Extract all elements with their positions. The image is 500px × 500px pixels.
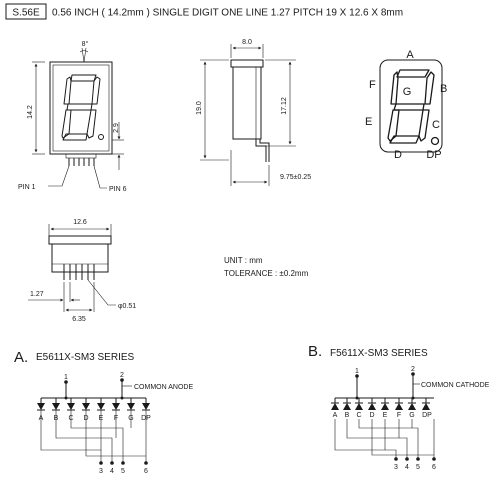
segment-d-label: D — [394, 149, 402, 161]
circuit-a-top-pin-2: 2 — [120, 372, 124, 379]
circuit-b-marker: B. — [308, 343, 322, 360]
segment-diagram: A B C D E F G DP — [365, 49, 447, 161]
circuit-b-bottom-pin-3: 3 — [394, 464, 398, 471]
circuit-a-wiring — [40, 410, 148, 465]
segment-c — [418, 109, 430, 142]
pitch-label: 1.27 — [30, 291, 44, 298]
front-pins — [65, 153, 97, 166]
circuit-b-diodes — [331, 398, 430, 410]
segment-g-label: G — [403, 86, 412, 98]
pin-diameter-label: φ0.51 — [118, 303, 136, 310]
circuit-a-bottom-pin-5: 5 — [121, 468, 125, 475]
dp-offset-label: 2.9 — [113, 123, 120, 133]
segment-outline — [379, 59, 443, 153]
side-total-height-label: 19.0 — [196, 101, 203, 115]
front-segment-d — [62, 133, 88, 141]
header: S.56E 0.56 INCH ( 14.2mm ) SINGLE DIGIT … — [5, 3, 403, 20]
segment-a — [396, 69, 430, 78]
segment-b — [424, 71, 435, 105]
side-body-height-label: 17.12 — [281, 97, 288, 115]
segment-f — [390, 71, 399, 105]
side-pin — [255, 139, 267, 162]
segment-c-label: C — [432, 119, 440, 131]
front-segment-c — [86, 109, 97, 139]
bottom-view: 12.6 1.27 6.35 φ0.51 — [28, 219, 136, 323]
side-cap — [230, 59, 264, 68]
bottom-width-label: 12.6 — [73, 219, 87, 226]
bottom-pins — [63, 264, 95, 280]
circuit-b-seg-c: C — [356, 412, 361, 419]
bottom-body — [51, 243, 109, 273]
circuit-b-bottom-pin-5: 5 — [416, 464, 420, 471]
front-body-inner — [52, 64, 110, 152]
circuit-b-top-pin-1: 1 — [355, 368, 359, 375]
header-title: 0.56 INCH ( 14.2mm ) SINGLE DIGIT ONE LI… — [52, 8, 403, 19]
segment-dp-label: DP — [426, 149, 441, 161]
bottom-cap — [48, 235, 112, 245]
segment-a-label: A — [406, 49, 414, 61]
front-height-label: 14.2 — [27, 105, 34, 119]
front-segment-b — [91, 76, 101, 105]
circuit-a-bottom-pin-3: 3 — [99, 468, 103, 475]
front-segment-a — [70, 74, 97, 82]
circuit-a-common-label: COMMON ANODE — [134, 384, 193, 391]
circuit-a-marker: A. — [14, 349, 28, 366]
circuit-b-seg-g: G — [409, 412, 414, 419]
circuit-a-bottom-pin-6: 6 — [144, 468, 148, 475]
circuit-a: A. E5611X-SM3 SERIES 1 2 COMMON ANODE A … — [14, 349, 193, 475]
circuit-b-seg-d: D — [369, 412, 374, 419]
circuit-a-diodes — [37, 398, 150, 411]
circuit-b-seg-e: E — [383, 412, 388, 419]
span-label: 6.35 — [72, 316, 86, 323]
segment-g — [393, 103, 425, 111]
front-segment-dp — [98, 134, 104, 140]
pin1-label: PIN 1 — [18, 184, 36, 191]
side-view: 8.0 19.0 17.12 9.75±0.25 — [196, 39, 311, 186]
circuit-b: B. F5611X-SM3 SERIES 1 2 COMMON CATHODE … — [308, 343, 490, 471]
circuit-b-top-pin-2: 2 — [411, 366, 415, 373]
segment-e-label: E — [365, 116, 372, 128]
circuit-a-series: E5611X-SM3 SERIES — [36, 352, 135, 363]
segment-b-label: B — [440, 83, 447, 95]
front-segment-f — [63, 76, 72, 105]
circuit-b-seg-a: A — [333, 412, 338, 419]
side-body — [232, 66, 262, 140]
circuit-a-bottom-pin-4: 4 — [110, 468, 114, 475]
circuit-b-series: F5611X-SM3 SERIES — [330, 348, 428, 359]
part-code: S.56E — [12, 8, 40, 19]
circuit-b-bottom-pin-4: 4 — [405, 464, 409, 471]
segment-dp — [430, 136, 440, 146]
front-segment-g — [66, 103, 93, 111]
tolerance-note: TOLERANCE : ±0.2mm — [224, 269, 309, 278]
circuit-b-seg-f: F — [397, 412, 401, 419]
part-code-box — [5, 3, 47, 20]
angle-label: 8° — [82, 40, 89, 48]
pin-length-label: 9.75±0.25 — [280, 174, 311, 181]
circuit-b-wiring — [334, 419, 436, 461]
circuit-b-seg-b: B — [345, 412, 350, 419]
circuit-a-top-pin-1: 1 — [64, 374, 68, 381]
segment-f-label: F — [369, 79, 376, 91]
pin6-label: PIN 6 — [109, 186, 127, 193]
circuit-b-seg-dp: DP — [422, 412, 432, 419]
unit-note: UNIT : mm — [224, 256, 263, 265]
circuit-b-common-label: COMMON CATHODE — [421, 382, 490, 389]
circuit-b-bottom-pin-6: 6 — [432, 464, 436, 471]
front-view: 8° 14.2 2.9 PIN 1 PIN 6 — [18, 40, 127, 193]
notes: UNIT : mm TOLERANCE : ±0.2mm — [224, 256, 309, 278]
side-depth-label: 8.0 — [242, 39, 252, 46]
